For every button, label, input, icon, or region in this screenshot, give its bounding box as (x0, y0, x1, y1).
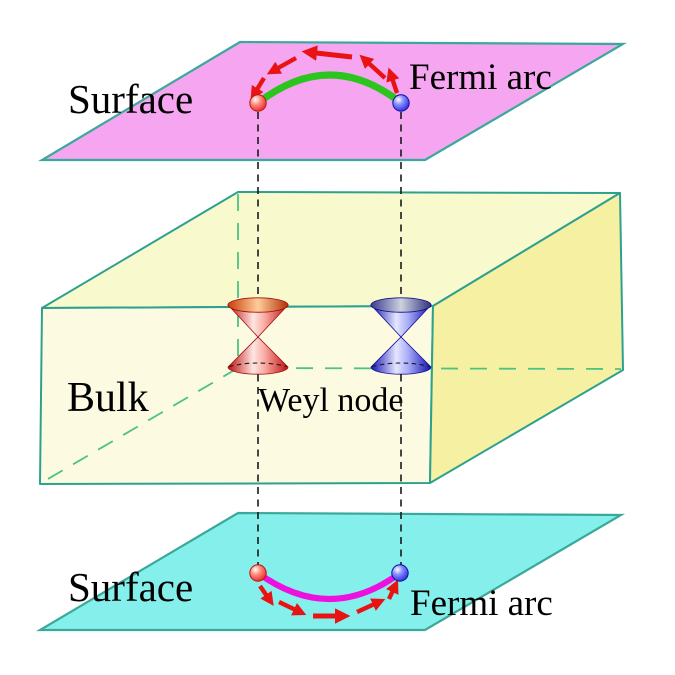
node-dot-red-top (249, 94, 267, 112)
weyl-cone-red-top-ellipse (227, 297, 289, 313)
flow-arrow-icon (266, 56, 298, 75)
bulk-box-right-face (429, 192, 624, 484)
bottom-surface-group: Surface Fermi arc (35, 511, 626, 632)
fermi-arc-top-label: Fermi arc (409, 57, 552, 98)
weyl-cone-red (227, 297, 289, 375)
weyl-cone-blue-top-ellipse (370, 297, 432, 313)
bulk-label: Bulk (67, 375, 149, 421)
flow-arrow-icon (359, 54, 387, 80)
flow-arrow-icon (301, 45, 353, 61)
flow-arrow-icon (258, 584, 274, 606)
flow-arrow-icon (278, 600, 307, 616)
fermi-arc-flow-arrows-bottom (258, 579, 399, 624)
weyl-node-label: Weyl node (258, 382, 404, 419)
flow-arrow-icon (386, 579, 399, 600)
bulk-box-hidden-edges (40, 194, 622, 484)
weyl-cone-blue-lower (370, 336, 432, 375)
weyl-cone-red-lower (227, 336, 289, 375)
node-dot-blue-bottom (391, 564, 409, 582)
top-surface-label: Surface (68, 76, 193, 122)
node-dot-blue-top (392, 94, 410, 112)
weyl-cone-blue (370, 297, 432, 375)
fermi-arc-bottom-curve (254, 569, 404, 602)
bulk-box-group: Bulk Weyl node (39, 191, 624, 485)
top-surface-plane (38, 40, 628, 162)
fermi-arc-flow-arrows-top (250, 45, 400, 101)
weyl-node-dots (249, 94, 410, 582)
fermi-arc-bottom-label: Fermi arc (410, 583, 553, 624)
hidden-edge-back-bottom (237, 367, 622, 370)
bottom-surface-label: Surface (68, 564, 193, 610)
bottom-surface-plane (35, 511, 626, 632)
fermi-arc-top-curve (254, 71, 405, 107)
node-dot-red-bottom (249, 564, 267, 582)
hidden-edge-bottom-left (40, 367, 239, 484)
flow-arrow-icon (250, 76, 266, 101)
flow-arrow-icon (386, 67, 400, 94)
top-surface-group: Surface Fermi arc (38, 40, 628, 162)
flow-arrow-icon (356, 598, 386, 614)
